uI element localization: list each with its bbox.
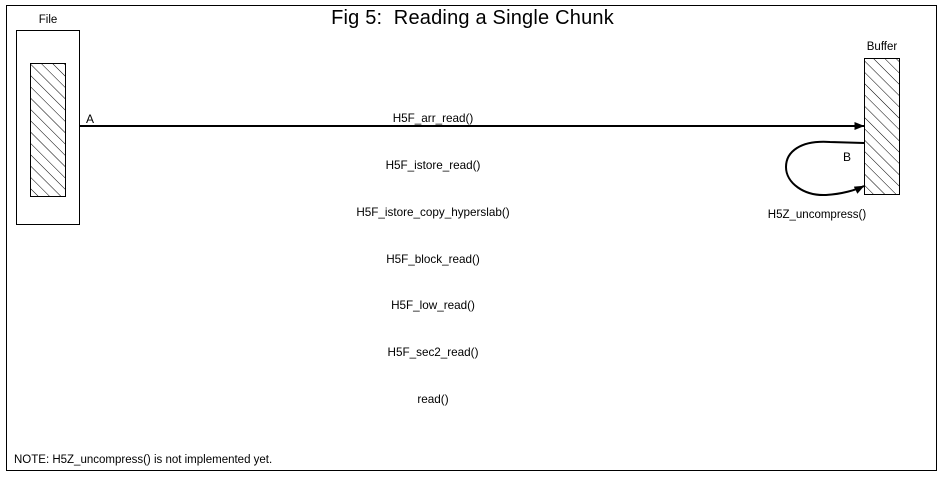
page-title: Fig 5: Reading a Single Chunk [331,7,614,29]
file-chunk-hatched [30,63,66,197]
arrow-b-label: B [843,150,852,164]
file-box-label: File [38,14,58,26]
call-stack-item: H5F_istore_copy_hyperslab() [356,205,510,219]
arrow-a-label: A [86,112,95,126]
arrow-b-loop [784,140,865,197]
call-stack-item: H5F_block_read() [386,252,480,266]
page-border [6,5,937,471]
call-stack-list: H5F_arr_read() H5F_istore_read() H5F_ist… [313,80,553,439]
arrow-b-caption: H5Z_uncompress() [767,209,867,221]
footer-note: NOTE: H5Z_uncompress() is not implemente… [14,454,273,466]
call-stack-item: read() [417,392,449,406]
call-stack-item: H5F_arr_read() [392,112,474,126]
call-stack-item: H5F_istore_read() [385,158,481,172]
call-stack-item: H5F_low_read() [391,299,475,313]
buffer-box-hatched [864,58,900,195]
buffer-box-label: Buffer [866,41,898,53]
call-stack-item: H5F_sec2_read() [387,346,479,360]
